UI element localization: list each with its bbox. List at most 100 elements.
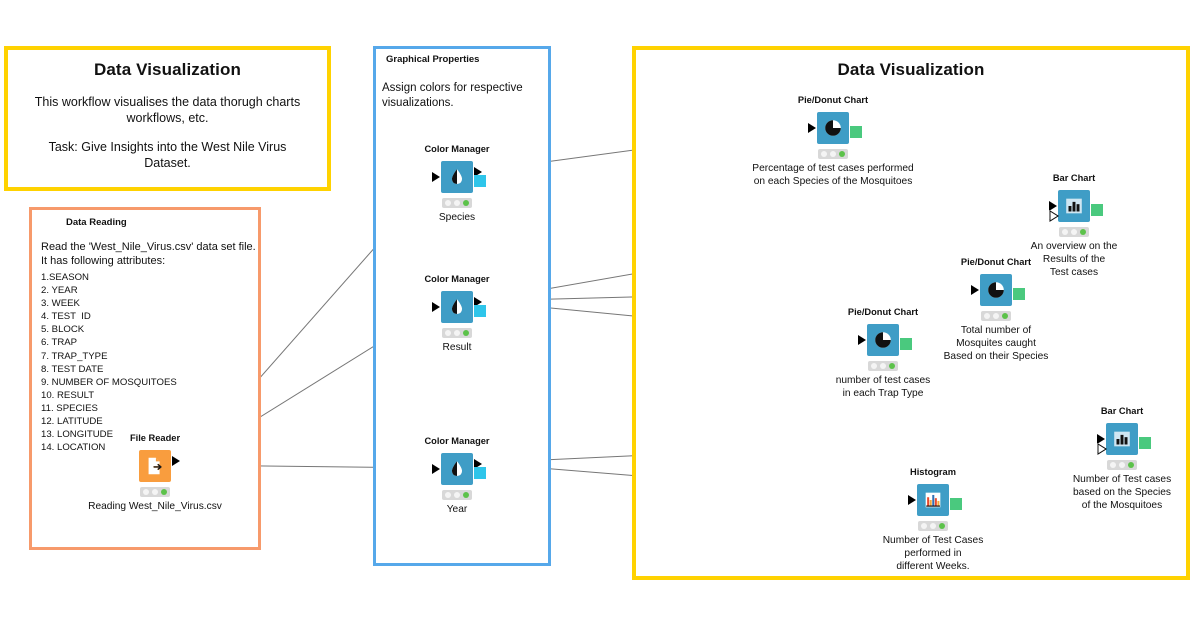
output-port-image[interactable]	[1091, 204, 1103, 216]
node-status-bar	[868, 361, 898, 371]
pie-chart-icon[interactable]	[980, 274, 1012, 306]
input-port-optional[interactable]	[1097, 443, 1107, 455]
node-status-bar	[442, 198, 472, 208]
note-data-visualization-right: Data Visualization	[632, 46, 1190, 580]
input-port-optional[interactable]	[1049, 210, 1059, 222]
output-port-color-model[interactable]	[474, 305, 486, 317]
node-caption-line: Results of the	[1042, 254, 1106, 265]
input-port[interactable]	[432, 464, 440, 474]
node-caption: An overview on the Results of the Test c…	[1031, 240, 1118, 279]
status-dot	[929, 523, 936, 529]
node-status-bar	[1107, 460, 1137, 470]
list-item: 9. NUMBER OF MOSQUITOES	[41, 376, 177, 388]
pie-chart-icon[interactable]	[817, 112, 849, 144]
list-item: 10. RESULT	[41, 389, 95, 401]
node-caption: Year	[446, 504, 468, 515]
input-port[interactable]	[808, 123, 816, 133]
input-port[interactable]	[432, 302, 440, 312]
status-dot-active	[1080, 229, 1087, 235]
input-port-optional-glyph	[1049, 210, 1059, 222]
note-left-line2: Task: Give Insights into the West Nile V…	[48, 140, 287, 170]
note-data-reading-intro: Read the 'West_Nile_Virus.csv' data set …	[41, 241, 256, 267]
node-caption: Result	[442, 342, 472, 353]
status-dot	[444, 200, 451, 206]
output-port[interactable]	[474, 167, 482, 177]
status-dot	[920, 523, 927, 529]
status-dot	[444, 330, 451, 336]
note-data-reading-title: Data Reading	[66, 217, 127, 228]
node-caption: number of test cases in each Trap Type	[836, 374, 931, 400]
node-caption-line: of the Mosquitoes	[1081, 500, 1163, 511]
input-port-optional-glyph	[1097, 443, 1107, 455]
node-title: Bar Chart	[1052, 173, 1096, 183]
color-drop-icon[interactable]	[441, 291, 473, 323]
input-port[interactable]	[432, 172, 440, 182]
attribute-list: 1.SEASON 2. YEAR 3. WEEK 4. TEST ID 5. B…	[41, 271, 258, 454]
color-drop-icon[interactable]	[441, 161, 473, 193]
node-status-bar	[918, 521, 948, 531]
node-caption-line: Number of Test Cases	[882, 535, 984, 546]
status-dot-active	[1128, 462, 1135, 468]
node-caption-line: different Weeks.	[896, 561, 970, 572]
note-right-title: Data Visualization	[837, 60, 985, 79]
output-port-color-model[interactable]	[474, 467, 486, 479]
node-caption-line: An overview on the	[1030, 241, 1118, 252]
pie-chart-icon[interactable]	[867, 324, 899, 356]
output-port-image[interactable]	[950, 498, 962, 510]
node-title: Pie/Donut Chart	[847, 307, 919, 317]
bar-chart-icon-glyph	[1114, 431, 1130, 447]
output-port[interactable]	[172, 456, 180, 466]
output-port-image[interactable]	[900, 338, 912, 350]
bar-chart-icon[interactable]	[1106, 423, 1138, 455]
list-item: 12. LATITUDE	[41, 416, 103, 428]
node-caption-line: on each Species of the Mosquitoes	[753, 176, 913, 187]
list-item: 1.SEASON	[41, 272, 89, 283]
node-status-bar	[140, 487, 170, 497]
bar-chart-icon[interactable]	[1058, 190, 1090, 222]
list-item: 6. TRAP	[41, 337, 78, 349]
node-caption-line: based on the Species	[1073, 487, 1171, 498]
node-status-bar	[1059, 227, 1089, 237]
input-port[interactable]	[971, 285, 979, 295]
color-drop-icon[interactable]	[441, 453, 473, 485]
input-port[interactable]	[908, 495, 916, 505]
output-port-image[interactable]	[850, 126, 862, 138]
list-item: 4. TEST ID	[41, 311, 91, 323]
status-dot	[1118, 462, 1125, 468]
note-data-visualization-left: Data Visualization This workflow visuali…	[4, 46, 331, 191]
list-item: 2. YEAR	[41, 285, 78, 297]
input-port-data[interactable]	[1097, 434, 1105, 444]
status-dot	[444, 492, 451, 498]
node-status-bar	[442, 328, 472, 338]
node-title: Histogram	[910, 467, 956, 477]
output-port-color-model[interactable]	[474, 175, 486, 187]
input-port-data[interactable]	[1049, 201, 1057, 211]
output-port[interactable]	[474, 297, 482, 307]
file-reader-icon[interactable]	[139, 450, 171, 482]
output-port-image[interactable]	[1139, 437, 1151, 449]
output-port[interactable]	[474, 459, 482, 469]
status-dot	[992, 313, 999, 319]
input-port[interactable]	[858, 335, 866, 345]
status-dot-active	[839, 151, 846, 157]
status-dot-active	[463, 492, 470, 498]
node-title: Pie/Donut Chart	[960, 257, 1032, 267]
node-caption-line: Number of Test cases	[1072, 474, 1172, 485]
node-caption: Total number of Mosquites caught Based o…	[944, 324, 1049, 363]
node-caption-line: Based on their Species	[943, 351, 1049, 362]
node-caption-line: Total number of	[960, 325, 1032, 336]
node-status-bar	[818, 149, 848, 159]
histogram-icon[interactable]	[917, 484, 949, 516]
node-title: Bar Chart	[1100, 406, 1144, 416]
status-dot	[820, 151, 827, 157]
node-title: Color Manager	[424, 144, 490, 154]
output-port-image[interactable]	[1013, 288, 1025, 300]
list-item: 13. LONGITUDE	[41, 429, 113, 441]
node-title: File Reader	[129, 433, 181, 443]
status-dot-active	[463, 200, 470, 206]
node-caption: Number of Test cases based on the Specie…	[1073, 473, 1171, 512]
node-caption-line: Mosquites caught	[956, 338, 1036, 349]
status-dot	[453, 330, 460, 336]
list-item: 5. BLOCK	[41, 324, 85, 336]
list-item: 3. WEEK	[41, 298, 80, 310]
